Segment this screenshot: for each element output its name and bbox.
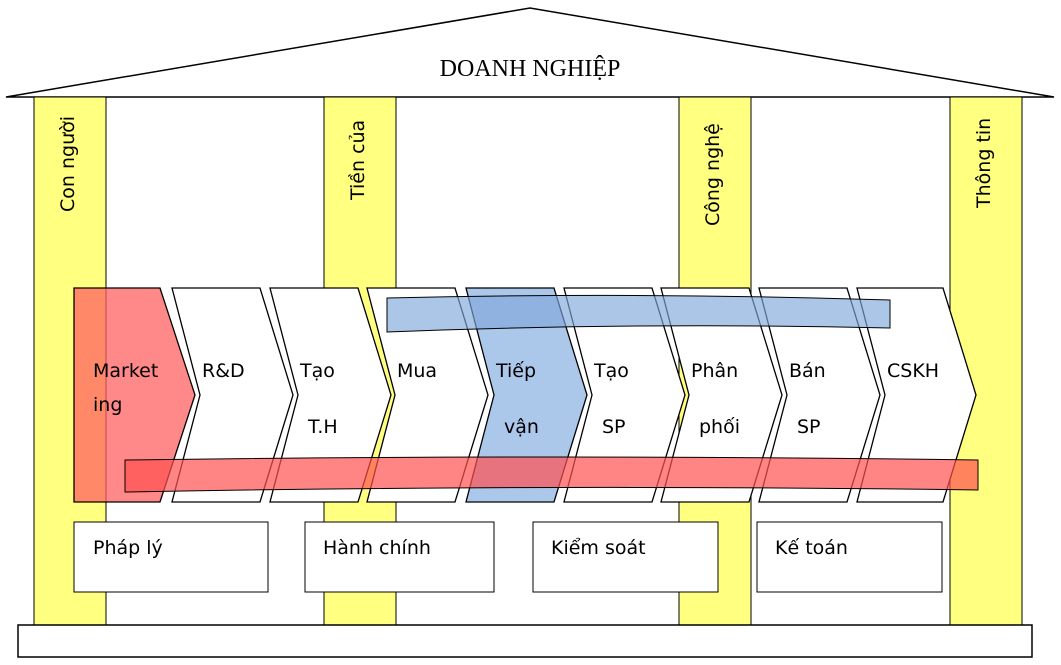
chain-step-3	[366, 287, 489, 503]
support-label: Hành chính	[323, 537, 431, 559]
chain-step-1	[171, 287, 294, 503]
support-box-control	[532, 521, 719, 593]
chain-step-label: phối	[699, 416, 740, 438]
red-band	[124, 456, 979, 493]
chain-step-label: Tiếp	[495, 360, 536, 382]
chain-step-label: Tạo	[593, 360, 629, 382]
chain-step-5	[563, 287, 686, 503]
chain-step-label: SP	[797, 416, 821, 438]
support-box-accounting	[756, 521, 943, 593]
value-chain	[73, 287, 977, 503]
pillar-label: Công nghệ	[702, 123, 724, 226]
chain-step-7	[758, 287, 881, 503]
roof	[5, 7, 1055, 98]
chain-step-label: R&D	[202, 360, 245, 382]
pillar-label: Tiền của	[347, 120, 369, 201]
support-label: Kiểm soát	[551, 537, 646, 559]
chain-step-6	[660, 287, 783, 503]
chain-step-label: T.H	[307, 416, 338, 438]
foundation	[17, 624, 1033, 658]
chain-step-label: Tạo	[299, 360, 335, 382]
chain-step-0	[73, 287, 196, 503]
pillar-label: Thông tin	[973, 118, 995, 209]
chain-step-4	[465, 287, 588, 503]
support-box-admin	[304, 521, 495, 593]
chain-step-label: Market	[93, 360, 158, 382]
pillar-label: Con người	[57, 116, 79, 212]
support-label: Kế toán	[775, 537, 848, 559]
support-label: Pháp lý	[93, 537, 163, 559]
support-functions: Pháp lý Hành chính Kiểm soát Kế toán	[73, 521, 943, 593]
chain-step-label: ing	[93, 394, 122, 416]
diagram-title: DOANH NGHIỆP	[440, 56, 621, 82]
chain-step-label: CSKH	[887, 360, 939, 382]
chain-step-label: Bán	[789, 360, 826, 382]
chain-step-label: Mua	[397, 360, 437, 382]
blue-band	[386, 294, 891, 333]
support-box-legal	[73, 521, 269, 593]
chain-step-2	[269, 287, 392, 503]
chain-step-label: Phân	[691, 360, 738, 382]
chain-step-8	[856, 287, 977, 503]
chain-step-label: SP	[602, 416, 626, 438]
chain-step-label: vận	[504, 416, 539, 438]
